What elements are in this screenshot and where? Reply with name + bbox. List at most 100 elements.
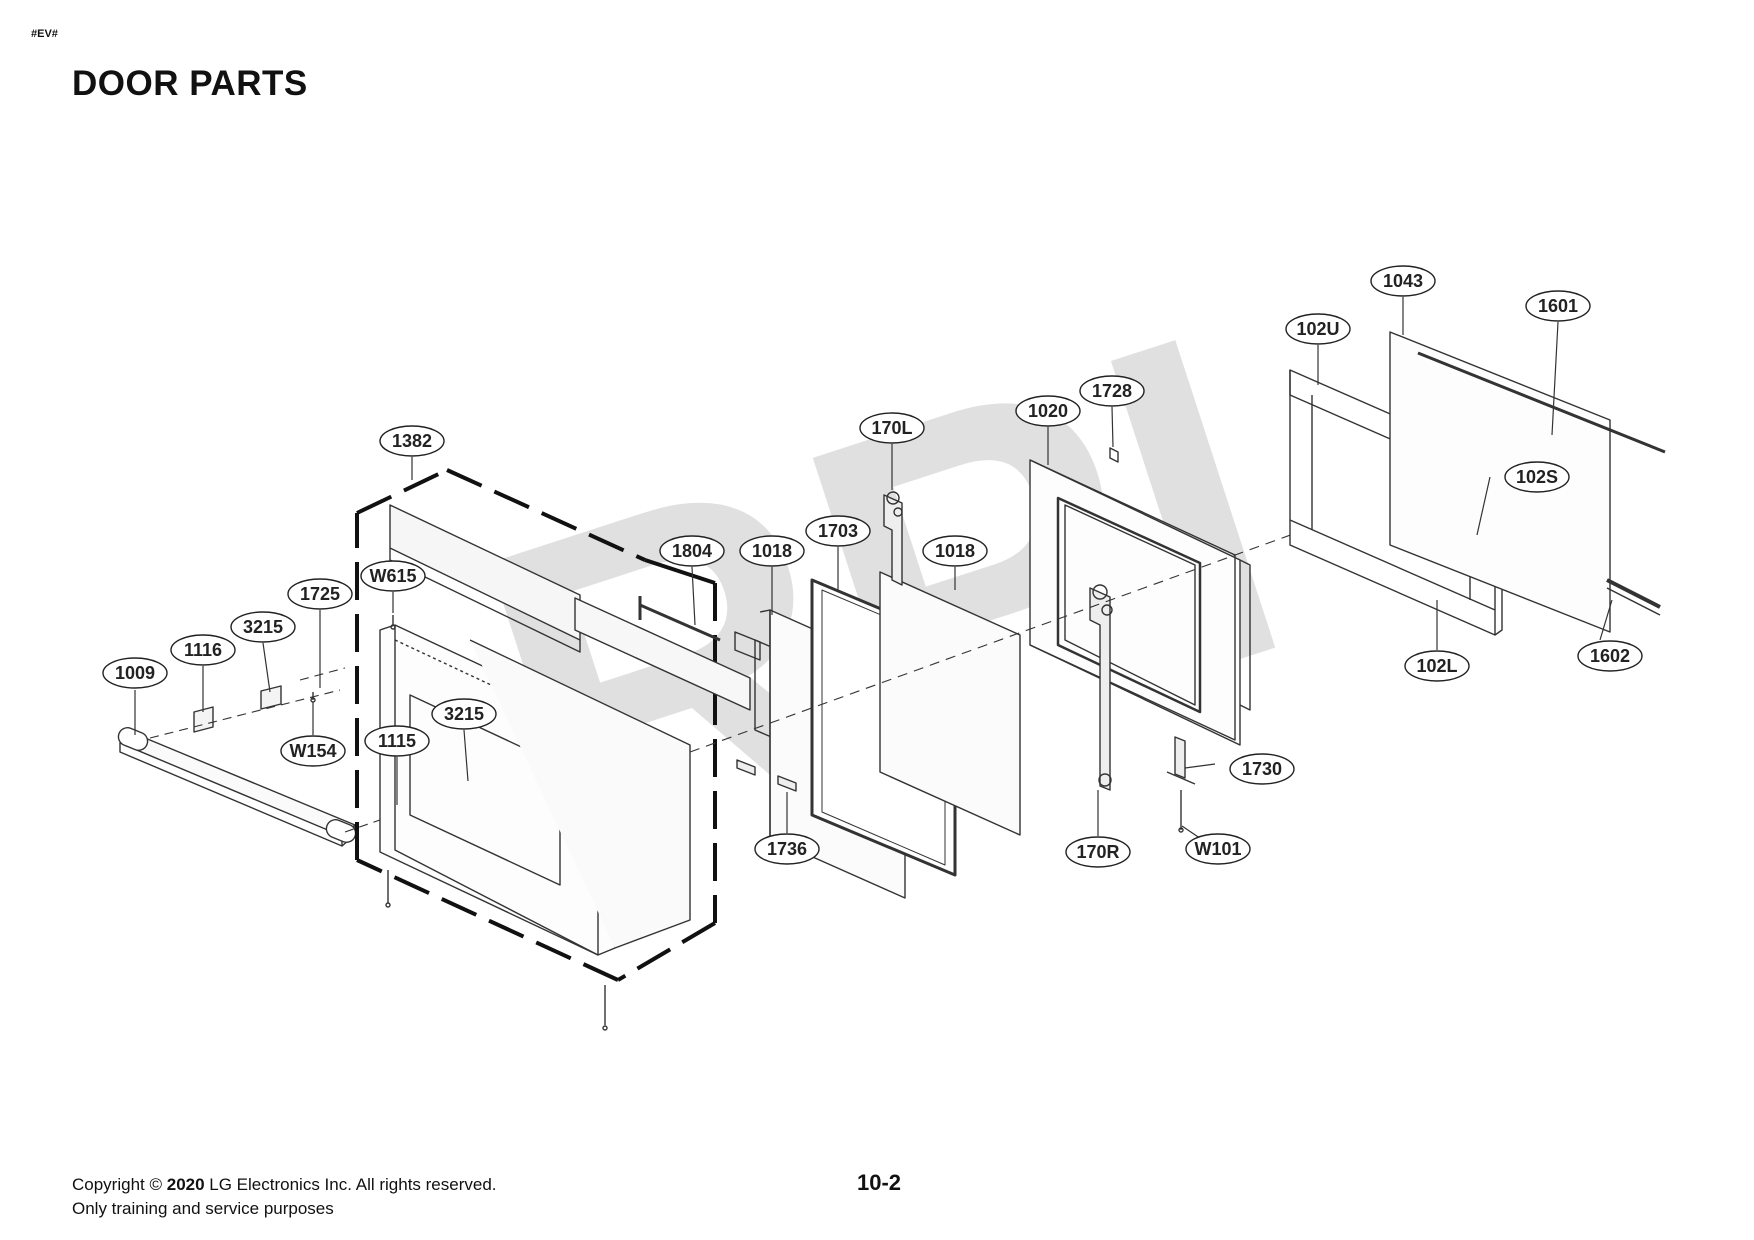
- callout-label: 1115: [378, 731, 416, 751]
- callout-bubble: [659, 535, 725, 567]
- callout-3215a: 3215: [230, 611, 296, 643]
- callout-label: 1116: [184, 640, 222, 660]
- callout-bubble: [1185, 833, 1251, 865]
- callout-1116: 1116: [170, 634, 236, 666]
- glass-strip-1601: [1417, 351, 1666, 454]
- callout-bubble: [1504, 461, 1570, 493]
- callout-label: 1009: [115, 663, 155, 683]
- callout-label: 1043: [1383, 271, 1423, 291]
- callout-1728: 1728: [1079, 375, 1145, 407]
- callout-bubble: [1229, 753, 1295, 785]
- footer-note: Only training and service purposes: [72, 1199, 334, 1218]
- outer-door-top-trim: [389, 504, 581, 653]
- callout-1703: 1703: [805, 515, 871, 547]
- callout-1736: 1736: [754, 833, 820, 865]
- callout-label: 1602: [1590, 646, 1630, 666]
- callout-label: 102U: [1296, 319, 1339, 339]
- callout-label: 3215: [243, 617, 283, 637]
- callout-bubble: [379, 425, 445, 457]
- inner-door-frame-1020: [1029, 459, 1251, 746]
- callout-bubble: [805, 515, 871, 547]
- page-number: 10-2: [857, 1170, 902, 1195]
- callout-label: 1725: [300, 584, 340, 604]
- callout-3215b: 3215: [431, 698, 497, 730]
- callout-bubble: [364, 725, 430, 757]
- callout-1601: 1601: [1525, 290, 1591, 322]
- door-clip-1736b: [777, 775, 797, 792]
- handle-screw-3215a: [260, 685, 282, 710]
- callout-label: 170L: [871, 418, 912, 438]
- callout-label: 102S: [1516, 467, 1558, 487]
- screw-bottom-a: [385, 870, 391, 908]
- callout-bubble: [739, 535, 805, 567]
- callout-bubble: [360, 560, 426, 592]
- callout-102s: 102S: [1504, 461, 1570, 493]
- footer-copyright: Copyright © 2020 LG Electronics Inc. All…: [72, 1173, 497, 1221]
- callout-1043: 1043: [1370, 265, 1436, 297]
- copyright-suffix: LG Electronics Inc. All rights reserved.: [204, 1175, 497, 1194]
- callout-170l: 170L: [859, 412, 925, 444]
- callout-label: W101: [1194, 839, 1241, 859]
- callout-label: 1736: [767, 839, 807, 859]
- callout-label: 1382: [392, 431, 432, 451]
- callout-label: 1703: [818, 521, 858, 541]
- copyright-prefix: Copyright ©: [72, 1175, 167, 1194]
- callout-bubble: [1404, 650, 1470, 682]
- callout-w615: W615: [360, 560, 426, 592]
- callout-label: 1020: [1028, 401, 1068, 421]
- callout-bubble: [1079, 375, 1145, 407]
- callout-label: 170R: [1076, 842, 1119, 862]
- assembly-axis: [689, 489, 1416, 753]
- callout-bubble: [230, 611, 296, 643]
- callout-bubble: [1577, 640, 1643, 672]
- callout-label: 1018: [752, 541, 792, 561]
- callout-bubble: [1285, 313, 1351, 345]
- callout-bubble: [859, 412, 925, 444]
- callout-bubble: [922, 535, 988, 567]
- callout-102u: 102U: [1285, 313, 1351, 345]
- callout-bubble: [1370, 265, 1436, 297]
- door-clip-1736a: [736, 759, 756, 776]
- door-glass-1018b: [879, 571, 1021, 836]
- hinge-bracket-1730: [1166, 736, 1196, 785]
- callout-1725: 1725: [287, 578, 353, 610]
- callout-1020: 1020: [1015, 395, 1081, 427]
- callout-label: 102L: [1416, 656, 1457, 676]
- page-title: DOOR PARTS: [72, 64, 308, 103]
- callout-1115: 1115: [364, 725, 430, 757]
- callout-bubble: [1065, 836, 1131, 868]
- callout-w101: W101: [1185, 833, 1251, 865]
- callout-bubble: [170, 634, 236, 666]
- callout-label: 1730: [1242, 759, 1282, 779]
- callout-w154: W154: [280, 735, 346, 767]
- callout-label: 1804: [672, 541, 712, 561]
- callout-1018b: 1018: [922, 535, 988, 567]
- callout-1382: 1382: [379, 425, 445, 457]
- callout-bubble: [1525, 290, 1591, 322]
- page-code: #EV#: [31, 28, 58, 40]
- callout-170r: 170R: [1065, 836, 1131, 868]
- callout-102l: 102L: [1404, 650, 1470, 682]
- leader-lines: [134, 297, 1613, 846]
- screw-w101: [1178, 790, 1184, 833]
- callout-bubble: [287, 578, 353, 610]
- callout-1804: 1804: [659, 535, 725, 567]
- door-hinge-170l: [883, 491, 903, 586]
- callout-1730: 1730: [1229, 753, 1295, 785]
- callout-bubble: [431, 698, 497, 730]
- callout-1009: 1009: [102, 657, 168, 689]
- callout-bubble: [280, 735, 346, 767]
- door-hinge-170r: [1089, 584, 1113, 791]
- outer-door-assembly-frame: [355, 468, 717, 982]
- callout-label: 3215: [444, 704, 484, 724]
- screw-w615: [390, 615, 396, 630]
- callout-label: W615: [369, 566, 416, 586]
- callout-label: W154: [289, 741, 336, 761]
- hinge-clip-1728: [1109, 447, 1119, 463]
- screw-bottom-b: [602, 985, 608, 1031]
- callout-bubble: [1015, 395, 1081, 427]
- callout-label: 1018: [935, 541, 975, 561]
- callout-1602: 1602: [1577, 640, 1643, 672]
- callout-bubble: [754, 833, 820, 865]
